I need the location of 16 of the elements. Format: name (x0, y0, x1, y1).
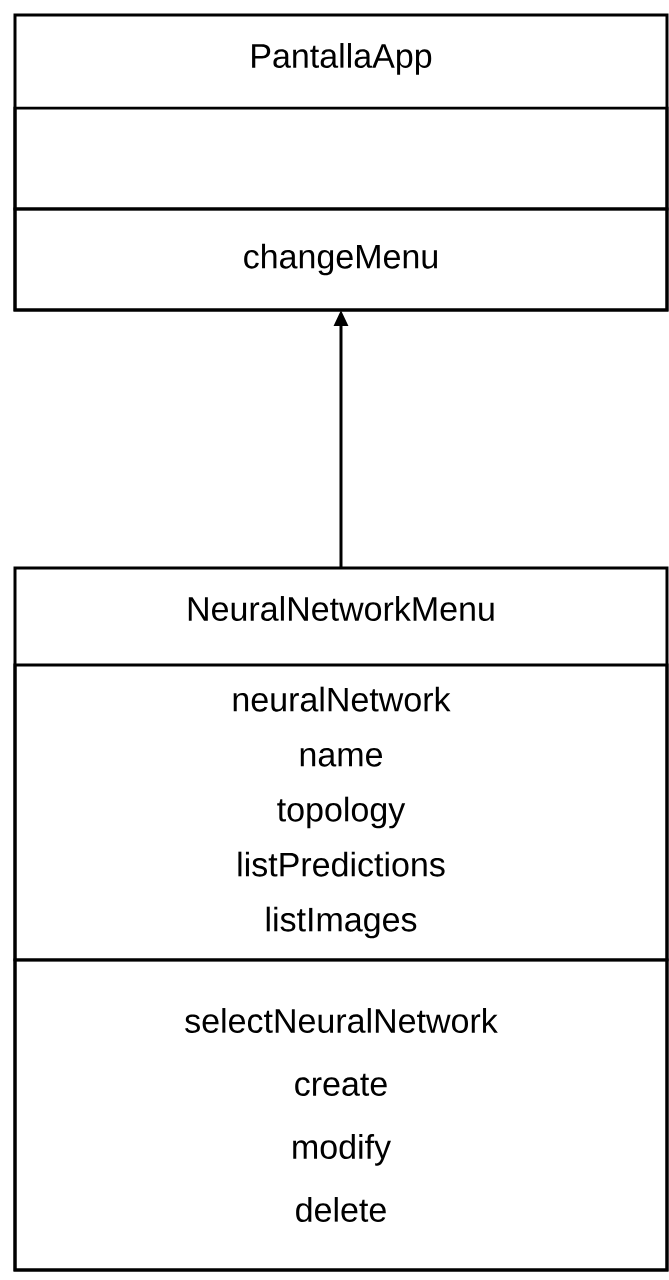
method-name: modify (293, 1134, 391, 1166)
attribute-compartment (13, 106, 669, 211)
attribute-compartment (13, 663, 669, 962)
attribute-name: listImages (266, 906, 417, 939)
attribute-name: name (300, 748, 382, 767)
class-name: PantallaApp (252, 43, 432, 75)
attribute-name: topology (277, 796, 406, 829)
method-name: selectNeuralNetwork (185, 1008, 498, 1033)
method-name: changeMenu (244, 243, 437, 276)
method-compartment (13, 958, 669, 1272)
method-name: delete (296, 1197, 386, 1222)
method-name: create (295, 1073, 387, 1096)
class-name: NeuralNetworkMenu (188, 596, 494, 621)
method-compartment (13, 207, 669, 312)
attribute-name: listPredictions (238, 851, 445, 877)
attribute-name: neuralNetwork (233, 686, 451, 712)
